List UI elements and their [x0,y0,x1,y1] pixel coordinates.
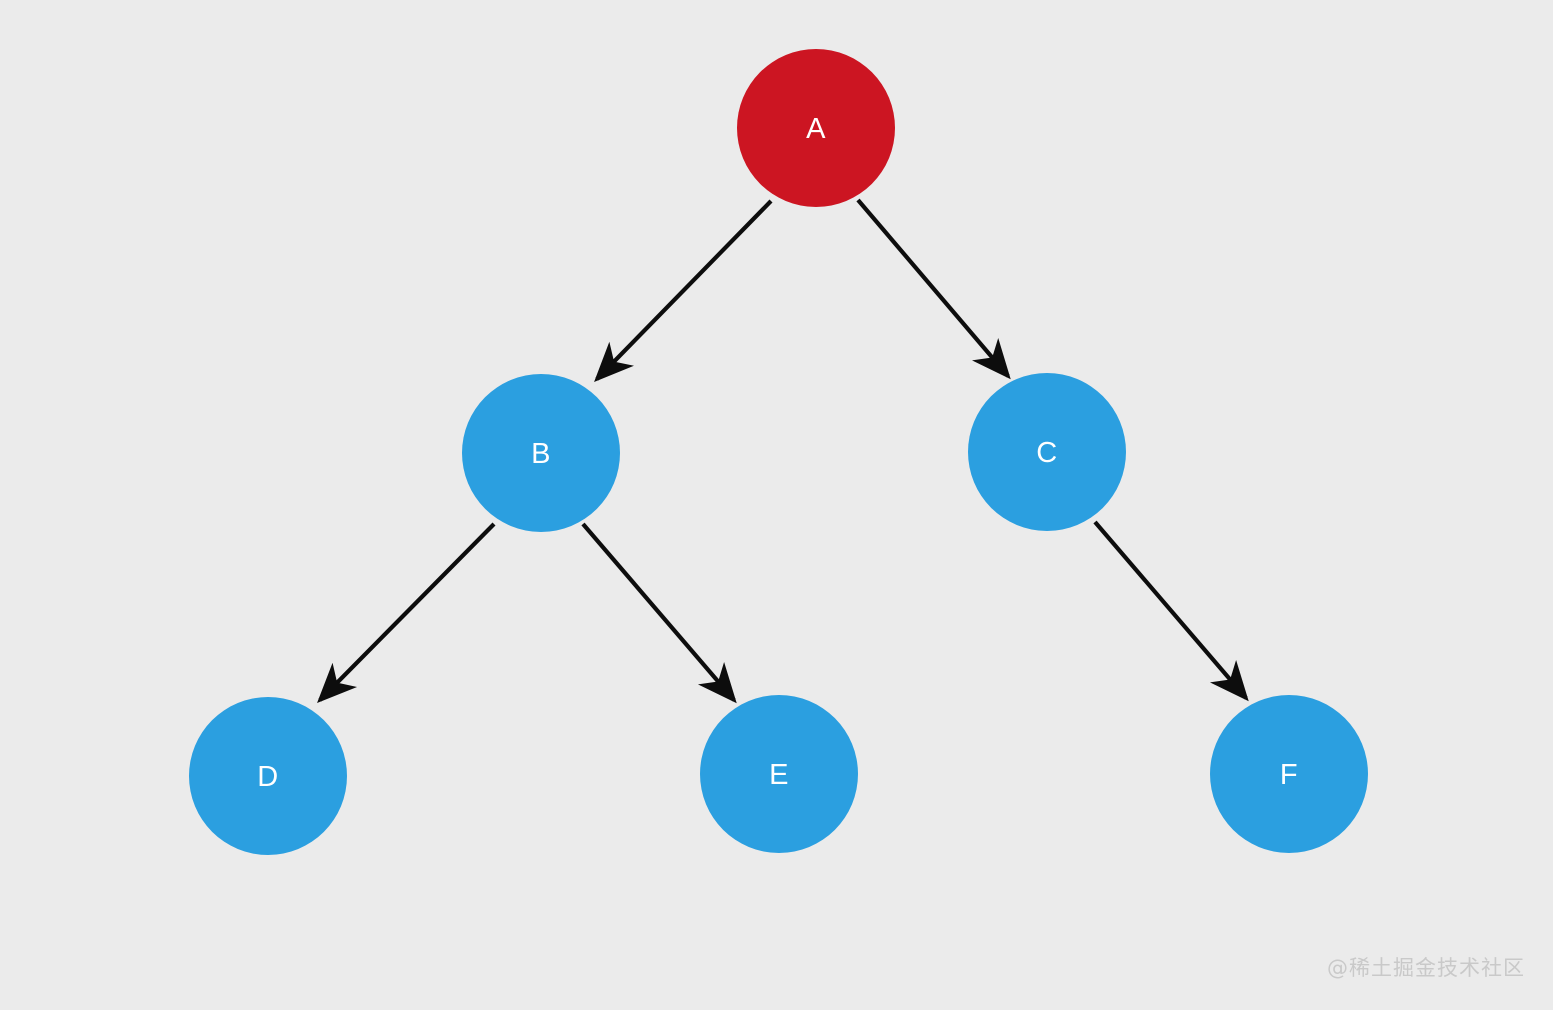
edge-layer [317,198,1249,704]
node-label-c: C [1036,437,1057,469]
tree-node-b[interactable]: B [462,374,620,532]
tree-node-f[interactable]: F [1210,695,1368,853]
node-label-d: D [257,761,278,793]
node-circle-f[interactable] [1210,695,1368,853]
node-circle-c[interactable] [968,373,1126,531]
tree-node-d[interactable]: D [189,697,347,855]
node-circle-d[interactable] [189,697,347,855]
node-circle-b[interactable] [462,374,620,532]
tree-node-c[interactable]: C [968,373,1126,531]
tree-edge-b-e [581,522,737,704]
node-label-f: F [1280,759,1298,791]
node-label-a: A [806,113,826,145]
node-circle-a[interactable] [737,49,895,207]
node-circle-e[interactable] [700,695,858,853]
tree-node-e[interactable]: E [700,695,858,853]
node-layer: A B C D E F [189,49,1368,855]
tree-edge-c-f [1093,520,1249,702]
tree-edge-b-d [317,522,496,703]
node-label-b: B [531,438,551,470]
tree-edge-a-c [856,198,1011,380]
node-label-e: E [769,759,789,791]
tree-edge-a-b [594,199,773,383]
watermark-text: @稀土掘金技术社区 [1327,956,1525,980]
tree-node-a[interactable]: A [737,49,895,207]
